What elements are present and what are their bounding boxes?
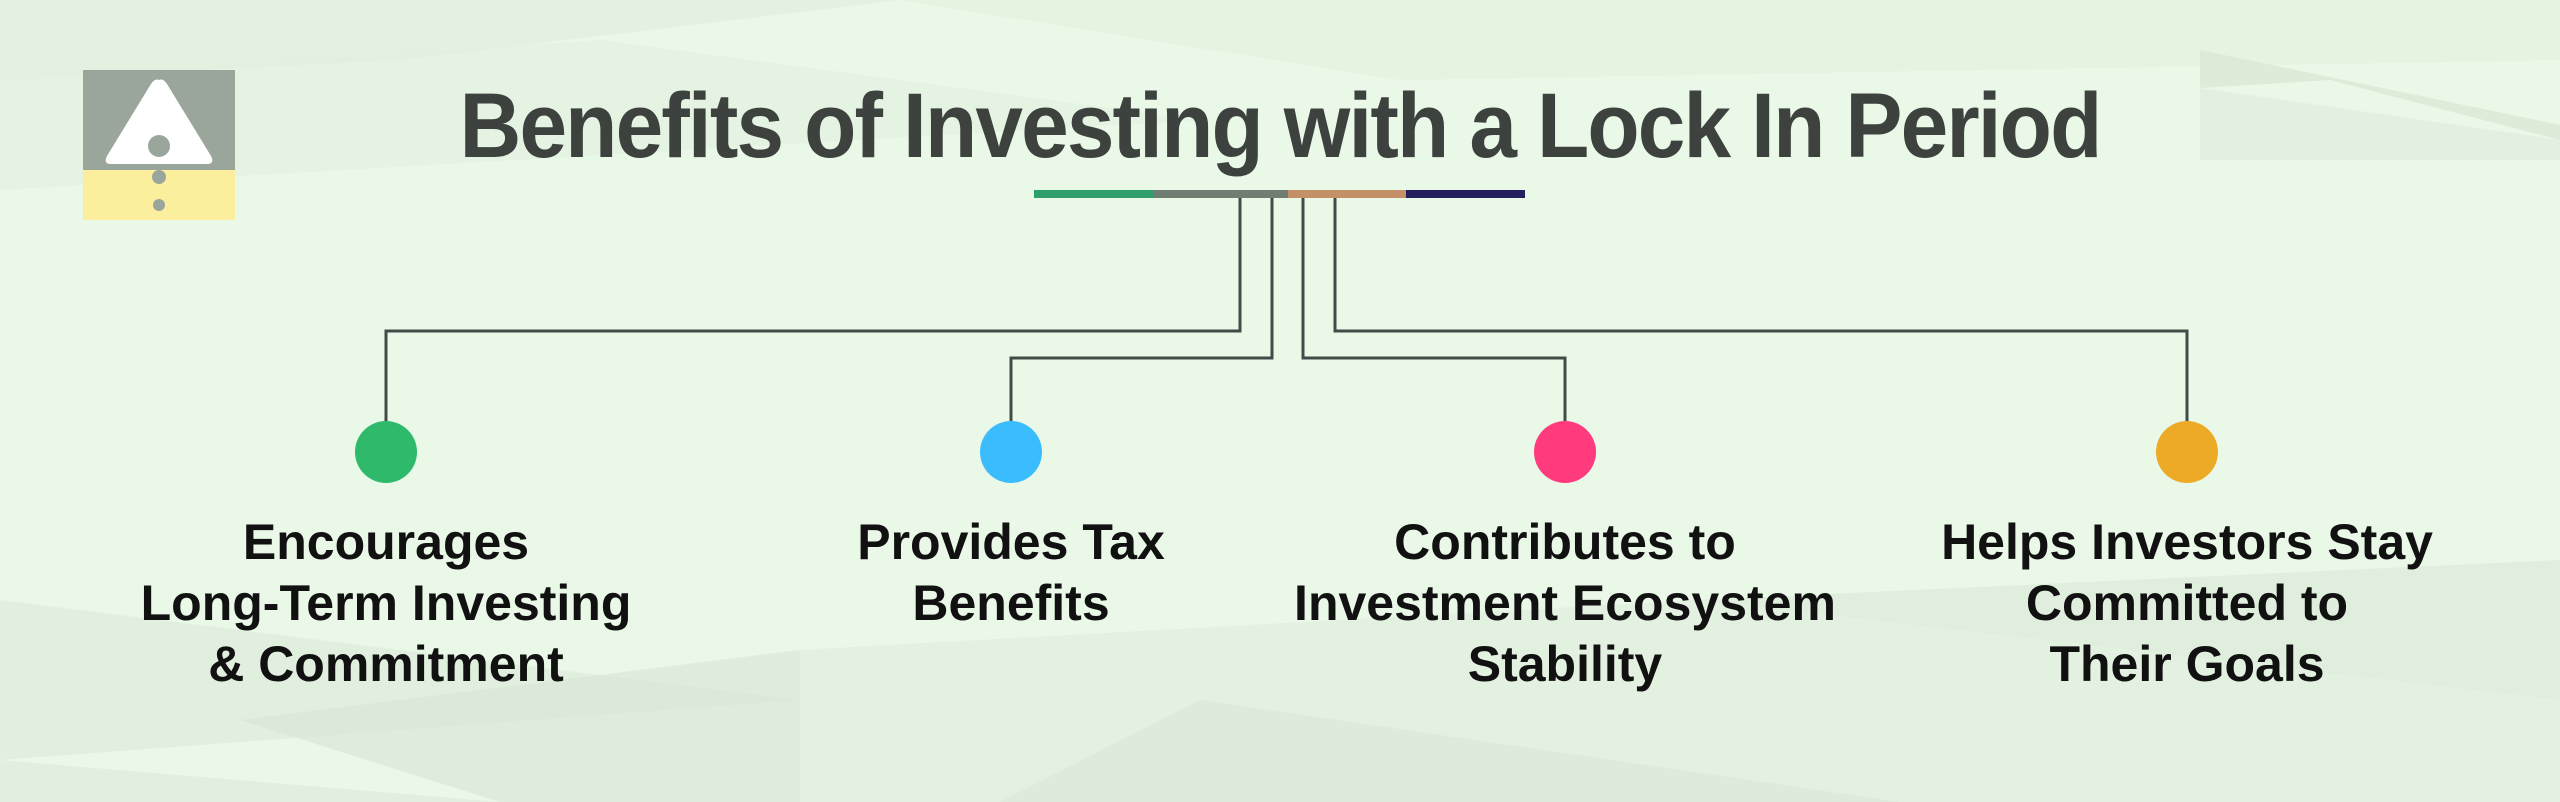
benefit-label-line: & Commitment xyxy=(208,636,564,692)
connector-2 xyxy=(1009,198,1274,421)
benefit-node-2 xyxy=(980,421,1042,483)
logo xyxy=(83,70,235,220)
benefit-label-line: Long-Term Investing xyxy=(140,575,632,631)
title-underline-green xyxy=(1034,190,1153,198)
benefit-label-3: Contributes to Investment Ecosystem Stab… xyxy=(1245,512,1885,695)
benefit-label-2: Provides Tax Benefits xyxy=(691,512,1331,634)
benefit-label-1: Encourages Long-Term Investing & Commitm… xyxy=(66,512,706,695)
benefit-label-line: Encourages xyxy=(242,514,530,570)
benefit-node-4 xyxy=(2156,421,2218,483)
benefit-label-line: Provides Tax xyxy=(857,514,1165,570)
benefit-node-1 xyxy=(355,421,417,483)
warning-triangle-with-dots-icon xyxy=(105,79,213,211)
benefit-label-4: Helps Investors Stay Committed to Their … xyxy=(1867,512,2507,695)
title-underline-gray xyxy=(1153,190,1288,198)
benefit-node-3 xyxy=(1534,421,1596,483)
title-underline-tan xyxy=(1288,190,1406,198)
connector-4 xyxy=(1333,198,2189,421)
benefit-label-line: Their Goals xyxy=(2049,636,2325,692)
page-title: Benefits of Investing with a Lock In Per… xyxy=(459,75,2103,177)
benefit-label-line: Helps Investors Stay xyxy=(1941,514,2433,570)
connector-3 xyxy=(1301,198,1567,421)
benefit-label-line: Investment Ecosystem xyxy=(1294,575,1836,631)
benefit-label-line: Committed to xyxy=(2025,575,2349,631)
benefit-label-line: Stability xyxy=(1467,636,1663,692)
benefit-label-line: Benefits xyxy=(912,575,1110,631)
benefit-label-line: Contributes to xyxy=(1394,514,1736,570)
title-underline-navy xyxy=(1406,190,1525,198)
connector-1 xyxy=(384,198,1242,421)
